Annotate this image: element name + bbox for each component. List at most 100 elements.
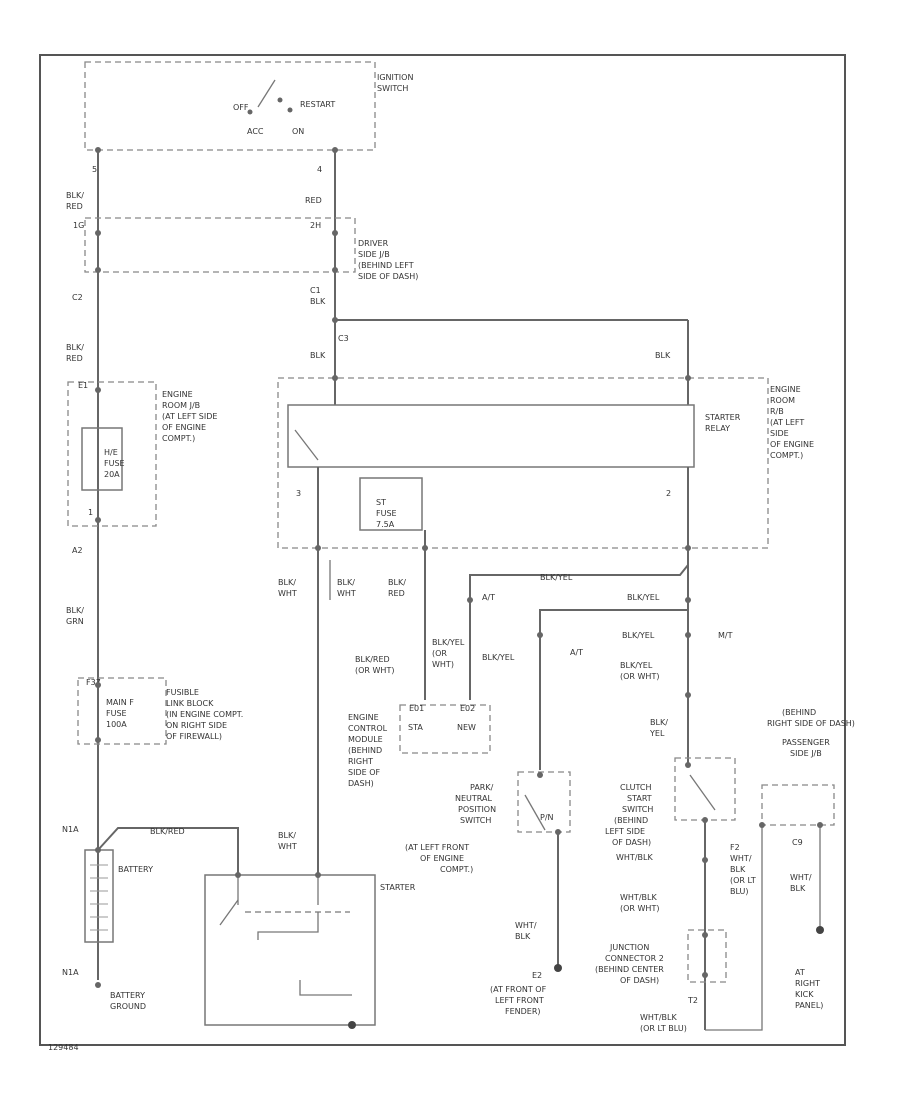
svg-text:(OR: (OR	[432, 649, 447, 658]
svg-text:FENDER): FENDER)	[505, 1007, 541, 1016]
svg-text:(OR WHT): (OR WHT)	[355, 666, 394, 675]
svg-text:LINK BLOCK: LINK BLOCK	[166, 699, 214, 708]
label-blk-grn: BLK/	[66, 606, 84, 615]
ignition-switch: IGNITION SWITCH OFF RESTART ACC ON 5 4	[84, 61, 413, 174]
svg-text:FUSE: FUSE	[106, 709, 127, 718]
svg-text:C9: C9	[792, 838, 803, 847]
svg-text:E02: E02	[460, 704, 475, 713]
svg-text:SIDE OF: SIDE OF	[348, 768, 380, 777]
svg-text:100A: 100A	[106, 720, 127, 729]
svg-text:ENGINE: ENGINE	[162, 390, 193, 399]
svg-text:OF ENGINE: OF ENGINE	[420, 854, 464, 863]
svg-text:F37: F37	[86, 678, 101, 687]
svg-text:H/E: H/E	[104, 448, 118, 457]
svg-text:WHT/: WHT/	[730, 854, 752, 863]
svg-text:FUSE: FUSE	[104, 459, 125, 468]
label-blk-yel-4: BLK/YEL	[482, 653, 515, 662]
svg-text:OF DASH): OF DASH)	[620, 976, 659, 985]
starter-relay-label: STARTER	[705, 413, 741, 422]
svg-text:RED: RED	[388, 589, 405, 598]
relay-pin-2: 2	[666, 489, 671, 498]
svg-text:20A: 20A	[104, 470, 120, 479]
ign-pin-4: 4	[317, 165, 322, 174]
svg-text:(BEHIND LEFT: (BEHIND LEFT	[358, 261, 414, 270]
battery: BATTERY N1A N1A BATTERY GROUND	[62, 825, 153, 1011]
ign-pin-5: 5	[92, 165, 97, 174]
label-blk-red-mid: BLK/	[66, 343, 84, 352]
svg-text:(OR LT: (OR LT	[730, 876, 756, 885]
ign-on-label: ON	[292, 127, 304, 136]
engine-room-jb-left: ENGINE ROOM J/B (AT LEFT SIDE OF ENGINE …	[67, 381, 217, 527]
svg-text:(IN ENGINE COMPT.: (IN ENGINE COMPT.	[166, 710, 243, 719]
svg-text:WHT): WHT)	[432, 660, 454, 669]
svg-text:(OR WHT): (OR WHT)	[620, 904, 659, 913]
label-a2: A2	[72, 546, 83, 555]
svg-text:BLK/: BLK/	[278, 578, 296, 587]
svg-text:(OR WHT): (OR WHT)	[620, 672, 659, 681]
svg-text:(AT FRONT OF: (AT FRONT OF	[490, 985, 547, 994]
ign-restart-label: RESTART	[300, 100, 335, 109]
fusible-link-block: FUSIBLE LINK BLOCK (IN ENGINE COMPT. ON …	[77, 677, 243, 745]
label-blk-grn-2: GRN	[66, 617, 84, 626]
svg-text:SWITCH: SWITCH	[622, 805, 653, 814]
label-red-top: RED	[305, 196, 322, 205]
label-pin-1: 1	[88, 508, 93, 517]
svg-text:OF DASH): OF DASH)	[612, 838, 651, 847]
st-fuse-box	[359, 477, 423, 531]
svg-text:FUSIBLE: FUSIBLE	[166, 688, 199, 697]
diagram-id: 129484	[48, 1043, 79, 1052]
svg-text:BATTERY: BATTERY	[110, 991, 145, 1000]
svg-text:JUNCTION: JUNCTION	[609, 943, 649, 952]
ignition-switch-label: IGNITION	[377, 73, 413, 82]
svg-text:BLK/RED: BLK/RED	[355, 655, 390, 664]
wire-pass-jb-loop	[705, 825, 763, 1031]
label-blk-red-mid-2: RED	[66, 354, 83, 363]
svg-text:BLK: BLK	[790, 884, 806, 893]
svg-text:STA: STA	[408, 723, 423, 732]
svg-text:ENGINE: ENGINE	[348, 713, 379, 722]
engine-room-rb: STARTER RELAY ENGINE ROOM R/B (AT LEFT S…	[277, 377, 814, 549]
svg-text:AT: AT	[795, 968, 805, 977]
svg-text:BLK/: BLK/	[650, 718, 668, 727]
svg-text:BLK/YEL: BLK/YEL	[432, 638, 465, 647]
svg-text:WHT/BLK: WHT/BLK	[640, 1013, 677, 1022]
svg-text:F2: F2	[730, 843, 740, 852]
svg-text:CONNECTOR 2: CONNECTOR 2	[605, 954, 664, 963]
svg-text:(AT LEFT SIDE: (AT LEFT SIDE	[162, 412, 217, 421]
svg-text:BLK: BLK	[515, 932, 531, 941]
diagram-frame	[39, 54, 846, 1046]
svg-text:WHT/: WHT/	[790, 873, 812, 882]
label-at-2: A/T	[570, 648, 583, 657]
svg-text:WHT/BLK: WHT/BLK	[616, 853, 653, 862]
svg-text:ROOM J/B: ROOM J/B	[162, 401, 200, 410]
svg-text:CONTROL: CONTROL	[348, 724, 388, 733]
svg-text:BATTERY: BATTERY	[118, 865, 153, 874]
label-blk-yel-2: BLK/YEL	[627, 593, 660, 602]
wire-blk-yel-at1	[469, 550, 689, 700]
svg-text:DRIVER: DRIVER	[358, 239, 389, 248]
svg-text:COMPT.): COMPT.)	[440, 865, 473, 874]
label-1g: 1G	[73, 221, 84, 230]
svg-text:OF FIREWALL): OF FIREWALL)	[166, 732, 222, 741]
label-blk-left: BLK	[310, 351, 326, 360]
svg-text:CLUTCH: CLUTCH	[620, 783, 652, 792]
svg-text:N1A: N1A	[62, 968, 79, 977]
svg-text:PARK/: PARK/	[470, 783, 494, 792]
label-blk: BLK	[310, 297, 326, 306]
svg-text:START: START	[627, 794, 652, 803]
svg-text:RIGHT SIDE OF DASH): RIGHT SIDE OF DASH)	[767, 719, 855, 728]
svg-text:BLK/: BLK/	[278, 831, 296, 840]
svg-text:SIDE: SIDE	[770, 429, 789, 438]
label-blk-right: BLK	[655, 351, 671, 360]
svg-text:(AT LEFT FRONT: (AT LEFT FRONT	[405, 843, 469, 852]
svg-text:SIDE J/B: SIDE J/B	[790, 749, 822, 758]
wire-blk-red-batt	[97, 827, 239, 875]
svg-text:P/N: P/N	[540, 813, 554, 822]
svg-text:OF ENGINE: OF ENGINE	[162, 423, 206, 432]
connector-dots	[95, 147, 824, 1029]
starter-relay-box	[287, 404, 695, 468]
svg-text:OF ENGINE: OF ENGINE	[770, 440, 814, 449]
svg-text:BLK/RED: BLK/RED	[150, 827, 185, 836]
svg-text:BLK/YEL: BLK/YEL	[620, 661, 653, 670]
clutch-start-switch: CLUTCH START SWITCH (BEHIND LEFT SIDE OF…	[605, 757, 736, 1030]
